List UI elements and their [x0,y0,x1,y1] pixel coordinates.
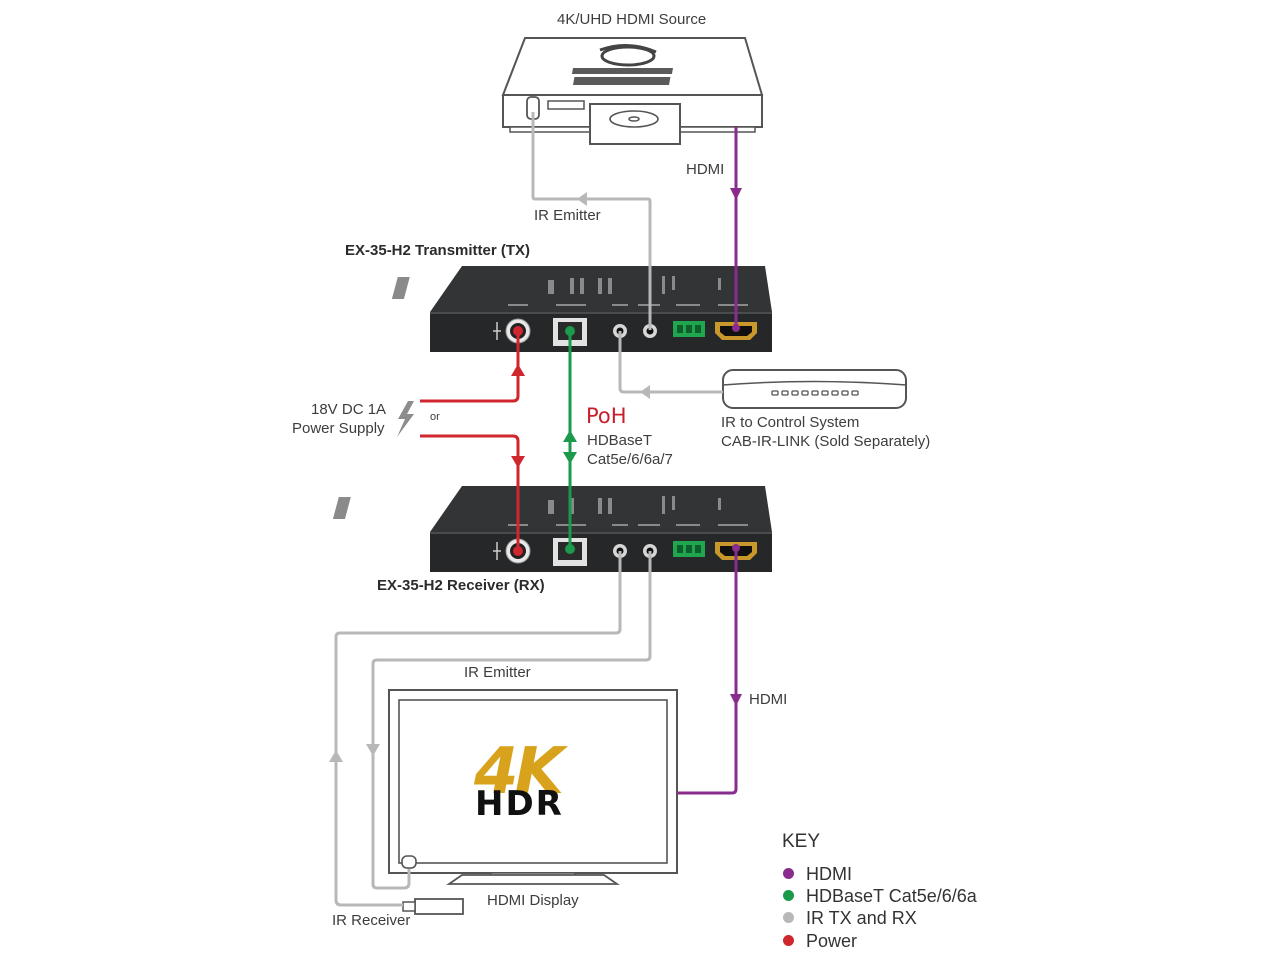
power-cable-tx [420,335,520,403]
receiver-unit [332,486,772,572]
screen-hdr-text: HDR [475,784,564,824]
power-cable-rx [420,434,520,547]
control-system-device [722,369,907,409]
transmitter-unit [391,266,772,352]
key-item-ir: IR TX and RX [806,908,917,928]
ir-receiver-dongle [402,898,464,915]
ir-control-label-line2: CAB-IR-LINK (Sold Separately) [721,433,931,450]
lightning-bolt-icon [397,401,414,437]
key-dot-hdbaset [783,890,794,901]
receiver-label: EX-35-H2 Receiver (RX) [377,577,545,594]
hdbaset-label-line2: Cat5e/6/6a/7 [587,451,673,468]
key-dot-ir [783,912,794,923]
hdbaset-label-line1: HDBaseT [587,432,653,449]
or-label: or [430,411,440,423]
key-item-hdbaset: HDBaseT Cat5e/6/6a [806,886,977,906]
hdmi-display-device [388,689,678,885]
hdmi-top-label: HDMI [686,161,725,178]
key-title: KEY [782,831,821,852]
power-supply-label-line1: 18V DC 1A [311,401,387,418]
hdmi-bottom-label: HDMI [749,691,788,708]
key-dot-hdmi [783,868,794,879]
ir-receiver-cable [334,551,622,907]
bluray-source-device [501,37,764,145]
ir-control-label-line1: IR to Control System [721,414,860,431]
ir-emitter-bottom-label: IR Emitter [464,664,531,681]
hdmi-cable-bottom [677,548,738,795]
source-label: 4K/UHD HDMI Source [557,11,707,28]
poh-label: PoH [586,404,627,428]
power-supply-label-line2: Power Supply [292,420,385,437]
key-item-power: Power [806,931,858,951]
hdmi-display-label: HDMI Display [487,892,579,909]
screen-4k-text: 4K [474,735,564,809]
ir-emitter-top-label: IR Emitter [534,207,601,224]
ir-receiver-label: IR Receiver [332,912,411,929]
key-item-hdmi: HDMI [806,864,852,884]
transmitter-label: EX-35-H2 Transmitter (TX) [345,242,531,259]
ir-emitter-cable-bottom [371,551,652,890]
ir-control-cable [618,331,723,394]
bluray-logo-icon [571,44,674,85]
ir-emitter-cable-top [531,112,652,330]
key-dot-power [783,935,794,946]
